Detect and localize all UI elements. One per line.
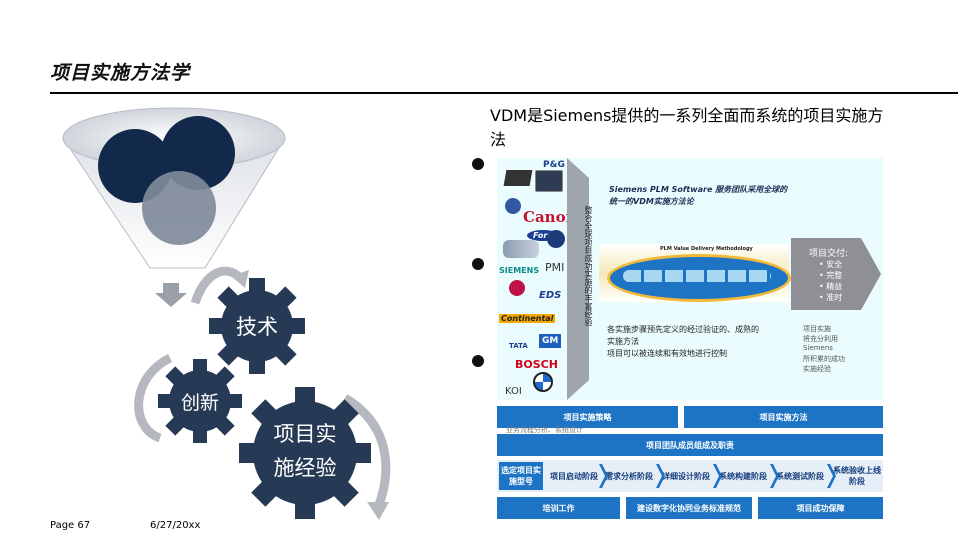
deliverables-title: 项目交付: [809, 249, 849, 259]
band-success: 项目成功保障 [758, 497, 883, 519]
down-arrow-icon [155, 283, 187, 307]
stages-text-3: 项目可以被连续和有效地进行控制 [607, 349, 727, 358]
stages-text-2: 实施方法 [607, 337, 639, 346]
logo-canon: Canon [523, 208, 577, 226]
band-standards: 建设数字化协同业务标准规范 [626, 497, 752, 519]
bullet-marker [472, 355, 484, 367]
covered-text: 业务流程分析、系统设计 [506, 426, 583, 434]
stages-row [497, 460, 883, 492]
logo-bosch: BOSCH [515, 358, 558, 371]
side-note-line: Siemens [803, 344, 833, 352]
deliverable-item: • 准时 [819, 293, 843, 302]
gear-tech [209, 278, 305, 374]
stages-text-1: 各实施步骤预先定义的经过验证的、成熟的 [607, 325, 759, 334]
deliverable-item: • 精益 [819, 282, 843, 291]
logo-koi: KOI [505, 386, 522, 397]
bmw-icon [533, 372, 553, 392]
side-note-line: 实施经验 [803, 365, 831, 373]
experience-bar-label: 整合全球项目成功实施的丰富经验 [584, 206, 593, 326]
method-diagram: 技术 创新 项目实 施经验 [62, 107, 391, 520]
bullet-marker [472, 158, 484, 170]
cycle-arrow-top [231, 270, 249, 288]
band-training: 培训工作 [497, 497, 620, 519]
page-number: Page 67 [50, 520, 91, 531]
laptop-image [503, 170, 533, 186]
saab-badge-icon [547, 230, 565, 248]
cycle-arc-bottom [342, 394, 391, 512]
logo-eds: EDS [539, 290, 562, 301]
logo-pg: P&G [543, 160, 565, 170]
band-method: 项目实施方法 [684, 406, 883, 428]
cycle-arrow-bottom [367, 502, 389, 520]
airplane-image [503, 240, 539, 258]
gear-label-experience-1: 项目实 [274, 422, 337, 446]
snapshot-heading-2: 统一的VDM实施方法论 [609, 197, 694, 206]
footer-date: 6/27/20xx [150, 520, 201, 531]
logo-siemens: SIEMENS [499, 266, 540, 275]
slide-title: 项目实施方法学 [50, 62, 191, 84]
side-note-line: 所积累的成功 [803, 355, 845, 363]
methodology-title: PLM Value Delivery Methodology [660, 246, 753, 252]
stage-requirements: 需求分析阶段 [605, 471, 653, 481]
gear-label-innovation: 创新 [181, 392, 219, 414]
lg-icon [509, 280, 525, 296]
logo-ford: Ford [527, 230, 560, 241]
snapshot-heading-1: Siemens PLM Software 服务团队采用全球的 [609, 185, 788, 194]
description-text: VDM是Siemens提供的一系列全面而系统的项目实施方法 [490, 106, 884, 149]
stage-golive: 系统验收上线阶段 [833, 466, 881, 486]
stage-build: 系统构建阶段 [719, 471, 767, 481]
gear-experience [239, 387, 371, 519]
stage-select: 选定项目实施型号 [499, 462, 543, 490]
side-note-line: 项目实施 [803, 325, 831, 333]
stage-test: 系统测试阶段 [776, 471, 824, 481]
side-note-line: 将充分利用 [803, 335, 838, 343]
deliverable-item: • 安全 [819, 260, 843, 269]
experience-bar [567, 158, 589, 400]
cycle-arc-left [134, 353, 173, 443]
gear-label-tech: 技术 [236, 315, 278, 339]
gear-innovation [158, 359, 242, 443]
methodology-phase-strip [623, 270, 771, 282]
logo-tata: TATA [509, 342, 528, 350]
vdm-snapshot: P&G Canon Ford SIEMENS PMI EDS Continent… [497, 158, 883, 400]
logo-continental: Continental [499, 314, 556, 323]
mercedes-icon [535, 170, 563, 192]
stage-design: 详细设计阶段 [662, 471, 710, 481]
gear-label-experience-2: 施经验 [274, 456, 337, 480]
band-strategy: 项目实施策略 [497, 406, 678, 428]
title-divider [50, 92, 958, 94]
deliverable-item: • 完整 [819, 271, 843, 280]
circle-bottom [142, 171, 216, 245]
logo-gm: GM [539, 334, 562, 348]
band-team: 项目团队成员组成及职责 [497, 434, 883, 456]
deliverables-arrow [791, 238, 881, 310]
stage-kickoff: 项目启动阶段 [550, 471, 598, 481]
logo-pmi: PMI [545, 261, 565, 274]
stage-chevrons [599, 464, 836, 488]
saab-icon [505, 198, 521, 214]
bullet-marker [472, 258, 484, 270]
